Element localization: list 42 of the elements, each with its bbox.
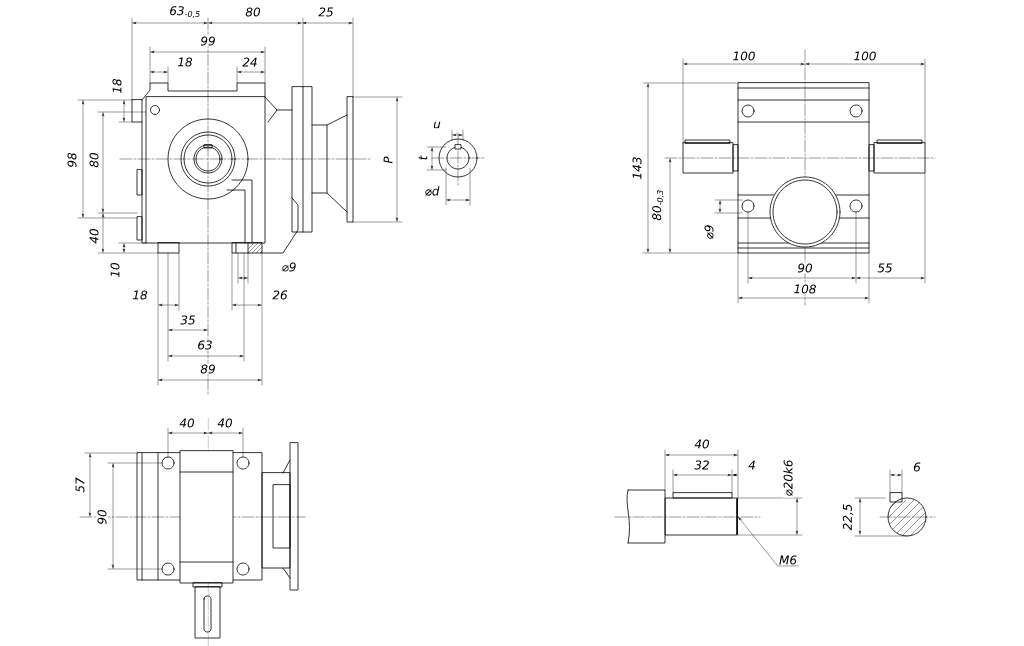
dimension-label: 63$_{-0,5}$ — [168, 5, 202, 19]
dimension-label: u — [432, 120, 442, 130]
leader-line — [738, 517, 799, 567]
dimension-label: t — [417, 154, 429, 162]
dimension-label: 100 — [852, 50, 878, 62]
dimension-label: 98 — [66, 151, 78, 169]
dimension-label: 57 — [74, 476, 86, 494]
dimension-label: 24 — [241, 56, 259, 68]
dimension-label: 89 — [199, 363, 217, 375]
dimension-label: ⌀20k6 — [782, 458, 794, 498]
dimension-label: 40 — [88, 227, 100, 245]
dimension-label: ⌀9 — [280, 261, 298, 273]
dimension-label: 143 — [631, 155, 643, 181]
dimension-label: 25 — [317, 6, 335, 18]
dimension-label: 90 — [796, 262, 814, 274]
dimension-label: 100 — [731, 50, 757, 62]
dimension-label: 90 — [96, 508, 108, 526]
dimension-label: ⌀9 — [703, 223, 715, 241]
dimension-label: 108 — [792, 283, 818, 295]
dimension-label: 26 — [271, 289, 289, 301]
dimension-label: 55 — [876, 262, 894, 274]
callout-text: M6 — [779, 555, 797, 565]
dimension-label: 40 — [693, 438, 711, 450]
dimension-label: 18 — [111, 77, 123, 95]
shaft-end — [665, 497, 738, 536]
dimension-label: P — [382, 155, 394, 165]
dimension-label: 40 — [216, 417, 234, 429]
dimension-label: 63 — [196, 339, 214, 351]
dimension-label: 32 — [693, 459, 711, 471]
dimension-label: 22,5 — [841, 502, 855, 532]
dimension-label: 80 — [244, 6, 262, 18]
dimension-label: 40 — [178, 417, 196, 429]
dimension-label: 4 — [747, 459, 757, 471]
dimension-label: 35 — [179, 314, 197, 326]
dimension-label: 99 — [199, 35, 217, 47]
dimension-label: 80$_{-0,3}$ — [651, 188, 665, 222]
dimension-label: 6 — [912, 461, 922, 473]
dimension-label: 80 — [88, 151, 100, 169]
dimension-label: 10 — [109, 261, 121, 279]
dimension-label: 18 — [176, 56, 194, 68]
dimension-label: ⌀d — [423, 185, 441, 197]
dimension-label: 18 — [131, 289, 149, 301]
